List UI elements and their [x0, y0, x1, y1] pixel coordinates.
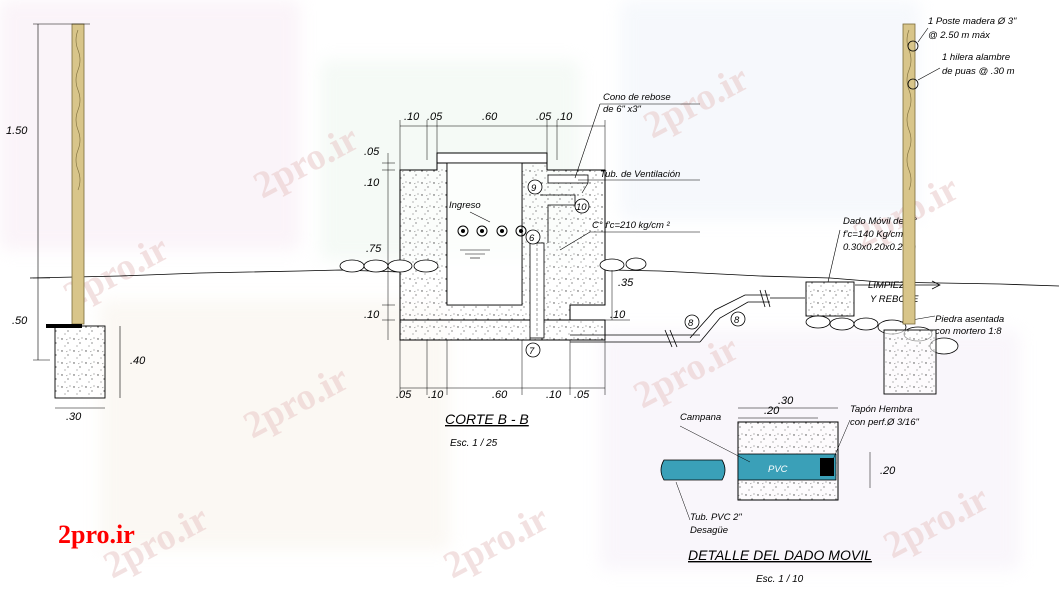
right-fence-post: [883, 23, 941, 395]
dado-label-2: f'c=140 Kg/cm2: [843, 229, 909, 240]
left-footing-height: .40: [130, 355, 146, 367]
left-dim-4: .10: [364, 309, 380, 321]
label-cono-size: de 6" x3": [603, 104, 642, 115]
label-tub-2: Desagüe: [690, 525, 728, 536]
chamber-section: [339, 152, 805, 348]
left-dim-3: .75: [366, 243, 382, 255]
label-piedra-1: Piedra asentada: [935, 314, 1004, 325]
detail-markers: [525, 179, 746, 358]
label-pvc: PVC: [768, 464, 788, 475]
detail-title: DETALLE DEL DADO MOVIL: [688, 547, 872, 563]
left-dim-2: .10: [364, 177, 380, 189]
bottom-dim-2: .10: [428, 389, 444, 401]
bottom-dim-4: .10: [546, 389, 562, 401]
background-tint: [100, 300, 450, 550]
detail-dim-side: .20: [880, 465, 896, 477]
marker-10: 10: [576, 202, 587, 213]
left-fence-post: [33, 23, 121, 409]
dado-detail: [660, 407, 871, 521]
label-tub-1: Tub. PVC 2": [690, 512, 742, 523]
right-dim-2: .10: [610, 309, 626, 321]
right-post-note-2: @ 2.50 m máx: [928, 30, 991, 41]
label-rebose: Y REBOSE: [870, 294, 919, 305]
section-dimension-lines: [382, 120, 630, 395]
right-post-note-4: de puas @ .30 m: [942, 66, 1015, 77]
marker-9: 9: [531, 183, 537, 194]
marker-8a: 8: [688, 318, 694, 329]
label-concreto: C° f'c=210 kg/cm ²: [592, 220, 671, 231]
label-tapon-2: con perf.Ø 3/16": [850, 417, 919, 428]
top-dim-2: .05: [427, 111, 443, 123]
dado-label-1: Dado Móvil de C°: [843, 216, 917, 227]
top-dim-1: .10: [404, 111, 420, 123]
label-piedra-2: con mortero 1:8: [935, 326, 1002, 337]
label-campana: Campana: [680, 412, 721, 423]
section-scale: Esc. 1 / 25: [450, 438, 498, 449]
label-cono: Cono de rebose: [603, 92, 671, 103]
right-post-note-1: 1 Poste madera Ø 3": [928, 16, 1017, 27]
right-post-note-3: 1 hilera alambre: [942, 52, 1010, 63]
label-ventilacion: Tub. de Ventilación: [600, 169, 680, 180]
background-tint: [620, 0, 920, 220]
detail-dim-mid: .20: [764, 405, 780, 417]
left-footing-width: .30: [66, 411, 82, 423]
label-limpieza: LIMPIEZA: [868, 280, 911, 291]
top-dim-4: .05: [536, 111, 552, 123]
top-dim-3: .60: [482, 111, 498, 123]
left-post-height: 1.50: [6, 125, 28, 137]
marker-8b: 8: [734, 315, 740, 326]
top-dim-5: .10: [557, 111, 573, 123]
dado-label-3: 0.30x0.20x0.20m: [843, 242, 916, 253]
section-title: CORTE B - B: [445, 411, 529, 427]
background-tint: [0, 0, 300, 250]
bottom-dim-3: .60: [492, 389, 508, 401]
bottom-dim-5: .05: [574, 389, 590, 401]
label-ingreso: Ingreso: [449, 200, 481, 211]
left-dim-1: .05: [364, 146, 380, 158]
bottom-dim-1: .05: [396, 389, 412, 401]
detail-scale: Esc. 1 / 10: [756, 574, 804, 585]
section-leaders: [469, 103, 700, 251]
label-tapon-1: Tapón Hembra: [850, 404, 913, 415]
marker-7: 7: [529, 346, 535, 357]
detail-dim-top: .30: [778, 395, 794, 407]
right-dim-1: .35: [618, 277, 634, 289]
left-post-depth: .50: [12, 315, 28, 327]
marker-6: 6: [529, 233, 535, 244]
site-logo[interactable]: 2pro.ir: [58, 520, 135, 549]
